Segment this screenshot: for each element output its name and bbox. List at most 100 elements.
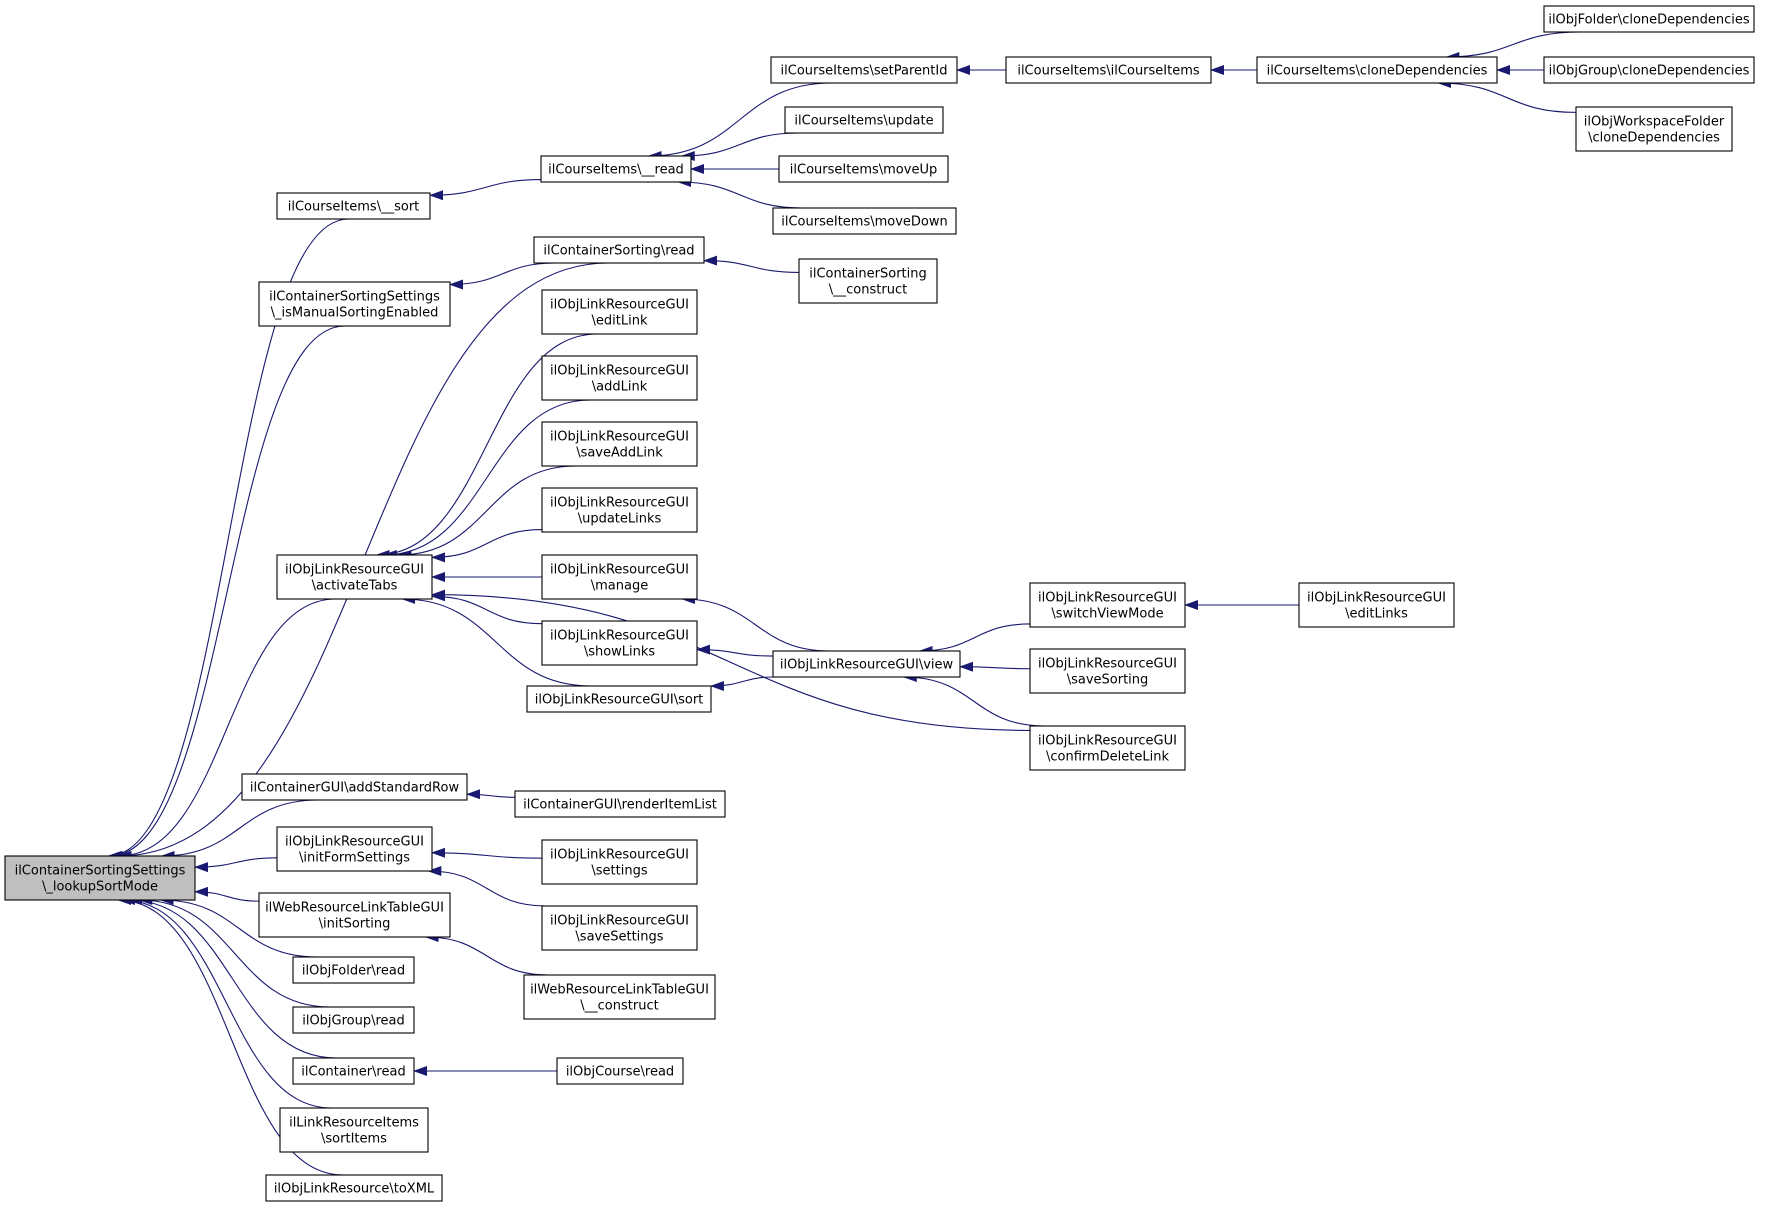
node-box [541, 554, 698, 600]
node-grp_read[interactable]: ilObjGroup\read [292, 1006, 415, 1034]
edge-lr_view-to-lr_manage [680, 594, 830, 652]
node-label: ilContainerSortingSettings [269, 290, 440, 305]
node-lr_switch[interactable]: ilObjLinkResourceGUI\switchViewMode [1029, 582, 1186, 628]
node-lr_manage[interactable]: ilObjLinkResourceGUI\manage [541, 554, 698, 600]
node-ci_moveup[interactable]: ilCourseItems\moveUp [778, 155, 949, 183]
node-box [258, 281, 451, 327]
node-box [533, 236, 705, 264]
node-box [292, 956, 415, 984]
node-box [1005, 56, 1212, 84]
node-box [772, 207, 957, 235]
node-ci_ctor[interactable]: ilCourseItems\ilCourseItems [1005, 56, 1212, 84]
node-cs_read[interactable]: ilContainerSorting\read [533, 236, 705, 264]
node-label: \sortItems [321, 1132, 387, 1147]
node-box [4, 855, 196, 901]
node-box [541, 487, 698, 533]
edge-lr_add-to-lr_tabs [382, 399, 591, 560]
node-ci_movedown[interactable]: ilCourseItems\moveDown [772, 207, 957, 235]
node-lr_view[interactable]: ilObjLinkResourceGUI\view [772, 650, 961, 678]
node-box [541, 620, 698, 666]
node-box [1029, 648, 1186, 694]
node-label: ilCourseItems\cloneDependencies [1267, 64, 1488, 79]
node-cg_addrow[interactable]: ilContainerGUI\addStandardRow [241, 773, 468, 801]
node-lr_toxml[interactable]: ilObjLinkResource\toXML [265, 1174, 443, 1202]
node-box [292, 1057, 415, 1085]
node-label: ilObjLinkResourceGUI [550, 364, 689, 379]
node-label: \manage [591, 579, 648, 594]
node-lr_confirm[interactable]: ilObjLinkResourceGUI\confirmDeleteLink [1029, 725, 1186, 771]
edge-ws_clone-to-ci_clone [1437, 78, 1577, 113]
node-lr_edit[interactable]: ilObjLinkResourceGUI\editLink [541, 289, 698, 335]
node-css_manual[interactable]: ilContainerSortingSettings\_isManualSort… [258, 281, 451, 327]
node-lr_updlinks[interactable]: ilObjLinkResourceGUI\updateLinks [541, 487, 698, 533]
node-crs_read[interactable]: ilObjCourse\read [556, 1057, 684, 1085]
node-label: ilWebResourceLinkTableGUI [530, 983, 709, 998]
node-lr_add[interactable]: ilObjLinkResourceGUI\addLink [541, 355, 698, 401]
node-lri_sort[interactable]: ilLinkResourceItems\sortItems [279, 1107, 429, 1153]
node-cg_render[interactable]: ilContainerGUI\renderItemList [514, 790, 726, 818]
node-lr_show[interactable]: ilObjLinkResourceGUI\showLinks [541, 620, 698, 666]
node-label: \settings [591, 864, 647, 879]
node-fold_clone[interactable]: ilObjFolder\cloneDependencies [1543, 5, 1755, 33]
node-label: ilObjLinkResourceGUI\sort [535, 693, 704, 708]
node-lr_savesort[interactable]: ilObjLinkResourceGUI\saveSorting [1029, 648, 1186, 694]
node-box [276, 826, 433, 872]
node-label: \saveAddLink [576, 446, 663, 461]
node-box [1256, 56, 1498, 84]
node-ci_setparent[interactable]: ilCourseItems\setParentId [770, 56, 958, 84]
node-label: \confirmDeleteLink [1046, 750, 1169, 765]
edge-fold_clone-to-ci_clone [1445, 31, 1580, 62]
node-fold_read[interactable]: ilObjFolder\read [292, 956, 415, 984]
node-label: ilObjLinkResourceGUI [550, 496, 689, 511]
node-box [1543, 5, 1755, 33]
node-box [276, 192, 431, 220]
node-label: ilObjLinkResourceGUI [1038, 734, 1177, 749]
node-label: ilObjLinkResourceGUI [1038, 657, 1177, 672]
node-box [778, 155, 949, 183]
node-label: ilObjLinkResource\toXML [274, 1182, 435, 1197]
edge-lri_sort-to-root [121, 895, 332, 1109]
node-box [523, 974, 716, 1020]
node-label: \__construct [829, 283, 907, 298]
node-ws_clone[interactable]: ilObjWorkspaceFolder\cloneDependencies [1575, 106, 1733, 152]
node-ci_update[interactable]: ilCourseItems\update [784, 106, 944, 134]
node-lr_tabs[interactable]: ilObjLinkResourceGUI\activateTabs [276, 554, 433, 600]
node-ci_clone[interactable]: ilCourseItems\cloneDependencies [1256, 56, 1498, 84]
node-label: \addLink [592, 380, 648, 395]
edge-ci_setparent-to-ci_read [647, 82, 832, 161]
node-ci_read[interactable]: ilCourseItems\__read [540, 155, 692, 183]
node-lr_settings[interactable]: ilObjLinkResourceGUI\settings [541, 839, 698, 885]
edge-lr_toxml-to-root [117, 895, 344, 1176]
node-lr_saveadd[interactable]: ilObjLinkResourceGUI\saveAddLink [541, 421, 698, 467]
node-label: ilContainerGUI\renderItemList [523, 798, 717, 813]
edge-lr_sort-to-lr_tabs [401, 594, 591, 687]
node-cont_read[interactable]: ilContainer\read [292, 1057, 415, 1085]
node-wr_ctor[interactable]: ilWebResourceLinkTableGUI\__construct [523, 974, 716, 1020]
node-ci_sort[interactable]: ilCourseItems\__sort [276, 192, 431, 220]
node-label: ilLinkResourceItems [289, 1116, 419, 1131]
node-box [541, 905, 698, 951]
node-lr_savesettings[interactable]: ilObjLinkResourceGUI\saveSettings [541, 905, 698, 951]
node-label: \switchViewMode [1051, 607, 1163, 622]
node-root[interactable]: ilContainerSortingSettings\_lookupSortMo… [4, 855, 196, 901]
node-wr_initsort[interactable]: ilWebResourceLinkTableGUI\initSorting [258, 892, 451, 938]
node-lr_initform[interactable]: ilObjLinkResourceGUI\initFormSettings [276, 826, 433, 872]
node-grp_clone[interactable]: ilObjGroup\cloneDependencies [1543, 56, 1755, 84]
node-box [292, 1006, 415, 1034]
node-box [772, 650, 961, 678]
node-box [1029, 582, 1186, 628]
node-label: \initSorting [319, 917, 391, 932]
node-lr_editlinks[interactable]: ilObjLinkResourceGUI\editLinks [1298, 582, 1455, 628]
nodes: ilContainerSortingSettings\_lookupSortMo… [4, 5, 1755, 1202]
edge-ci_read-to-ci_sort [429, 179, 542, 201]
node-lr_sort[interactable]: ilObjLinkResourceGUI\sort [526, 685, 712, 713]
node-label: ilWebResourceLinkTableGUI [265, 901, 444, 916]
node-box [279, 1107, 429, 1153]
node-label: \__construct [580, 999, 658, 1014]
edge-lr_savesort-to-lr_view [959, 661, 1031, 672]
node-label: \editLinks [1345, 607, 1408, 622]
node-box [540, 155, 692, 183]
node-box [770, 56, 958, 84]
node-cs_ctor[interactable]: ilContainerSorting\__construct [798, 258, 938, 304]
node-label: ilObjLinkResourceGUI [285, 563, 424, 578]
